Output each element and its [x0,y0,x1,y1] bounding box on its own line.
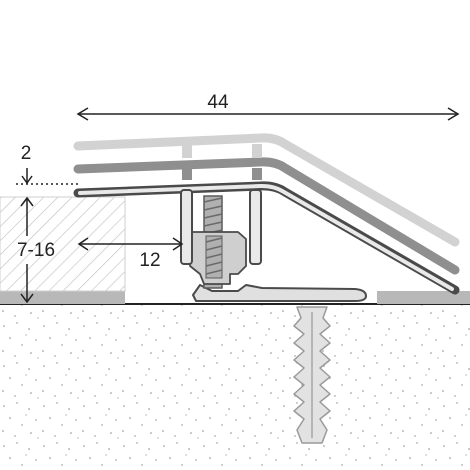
label-height-range: 7-16 [17,240,55,261]
concrete-subfloor [0,304,470,470]
wall-dowel [293,306,331,444]
dimension-top-height [16,168,78,185]
profile-ghost-light [73,133,460,247]
label-width: 44 [207,92,229,113]
right-floor-strip [377,291,470,304]
dimension-height-range [20,196,34,304]
ghost-leg-light-left [182,144,192,158]
ghost-leg-mid-left [182,168,192,180]
profile-ghost-mid [73,157,460,275]
profile-leg-left [180,189,193,265]
profile-main-inner [78,183,454,291]
ghost-leg-mid-right [252,168,262,180]
ghost-leg-light-right [252,144,262,158]
left-underlay-strip [0,291,125,304]
base-track [192,284,367,302]
label-overlap: 12 [139,250,160,271]
dimension-overlap [77,237,184,251]
profile-leg-right [249,189,262,265]
label-top-height: 2 [21,143,32,164]
dimension-width [76,107,460,121]
